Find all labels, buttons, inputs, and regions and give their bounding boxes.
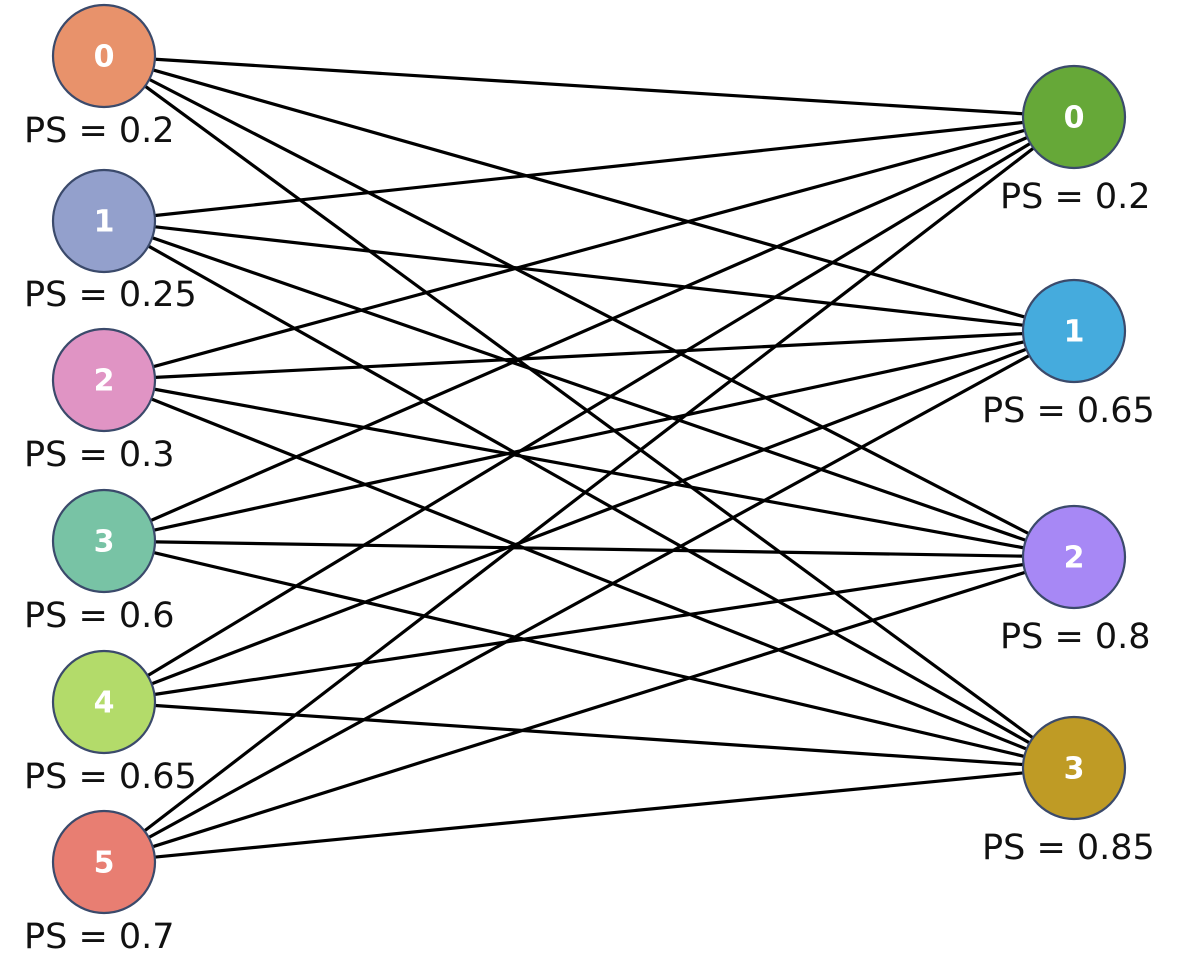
nodes-layer: 0 1 2 3 4 5 0 1 2 3 [51, 3, 1127, 915]
graph-edge [150, 136, 1028, 522]
ps-value-label: PS = 0.65 [982, 391, 1155, 431]
graph-edge [155, 771, 1023, 859]
graph-node-left-4[interactable]: 4 [51, 649, 157, 755]
node-id-label: 1 [1064, 315, 1085, 350]
edges-layer [143, 57, 1035, 859]
node-id-label: 3 [1064, 752, 1085, 787]
ps-value-label: PS = 0.8 [1000, 617, 1151, 657]
graph-node-right-1[interactable]: 1 [1021, 278, 1127, 384]
ps-value-label: PS = 0.3 [24, 435, 175, 475]
graph-edge [143, 147, 1035, 832]
graph-node-left-1[interactable]: 1 [51, 168, 157, 274]
graph-edge [155, 57, 1023, 116]
graph-edge [155, 332, 1023, 379]
graph-node-left-3[interactable]: 3 [51, 488, 157, 594]
ps-value-label: PS = 0.25 [24, 275, 197, 315]
graph-edge [153, 128, 1025, 369]
ps-value-label: PS = 0.6 [24, 596, 175, 636]
node-id-label: 2 [1064, 541, 1085, 576]
graph-edge [153, 68, 1025, 319]
node-id-label: 0 [94, 40, 115, 75]
node-id-label: 3 [94, 525, 115, 560]
node-circle[interactable] [51, 168, 157, 274]
graph-edge [149, 78, 1029, 535]
node-id-label: 5 [94, 846, 115, 881]
node-circle[interactable] [51, 327, 157, 433]
graph-node-left-0[interactable]: 0 [51, 3, 157, 109]
graph-node-left-2[interactable]: 2 [51, 327, 157, 433]
node-circle[interactable] [1021, 64, 1127, 170]
node-circle[interactable] [1021, 278, 1127, 384]
node-circle[interactable] [51, 649, 157, 755]
ps-value-label: PS = 0.2 [1000, 177, 1151, 217]
graph-node-right-0[interactable]: 0 [1021, 64, 1127, 170]
graph-node-left-5[interactable]: 5 [51, 809, 157, 915]
node-circle[interactable] [51, 3, 157, 109]
graph-edge [155, 703, 1023, 767]
graph-edge [144, 85, 1034, 739]
graph-edge [153, 551, 1025, 758]
ps-value-label: PS = 0.85 [982, 828, 1155, 868]
graph-edge [154, 225, 1024, 327]
node-circle[interactable] [1021, 715, 1127, 821]
graph-node-right-3[interactable]: 3 [1021, 715, 1127, 821]
ps-value-label: PS = 0.2 [24, 111, 175, 151]
graph-edge [151, 397, 1027, 751]
graph-edge [153, 340, 1025, 532]
ps-value-label: PS = 0.7 [24, 917, 175, 957]
node-id-label: 2 [94, 364, 115, 399]
node-circle[interactable] [1021, 504, 1127, 610]
ps-value-label: PS = 0.65 [24, 757, 197, 797]
graph-edge [154, 387, 1024, 550]
graph-edge [155, 120, 1023, 218]
graph-edge [155, 540, 1023, 558]
node-id-label: 4 [94, 686, 115, 721]
graph-edge [152, 570, 1026, 849]
graph-edge [147, 142, 1031, 677]
graph-node-right-2[interactable]: 2 [1021, 504, 1127, 610]
graph-edge [152, 236, 1026, 542]
node-id-label: 1 [94, 205, 115, 240]
graph-edge [148, 354, 1030, 839]
graph-edge [151, 347, 1027, 686]
node-circle[interactable] [51, 488, 157, 594]
node-circle[interactable] [51, 809, 157, 915]
node-id-label: 0 [1064, 101, 1085, 136]
graph-edge [154, 563, 1024, 696]
